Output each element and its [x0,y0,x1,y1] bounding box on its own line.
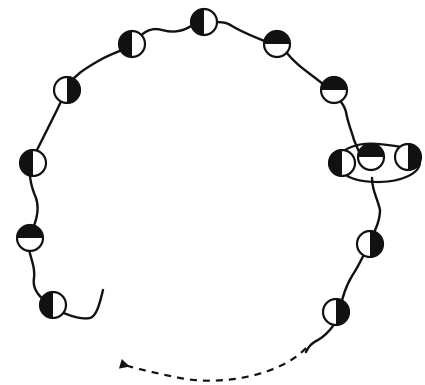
bead-12 [357,231,383,257]
bead-13 [323,299,349,325]
bead-4 [54,77,80,103]
bead-dark-half [40,292,53,318]
bead-group [17,9,421,325]
return-arrow [128,348,306,381]
bead-dark-half [191,9,204,35]
bead-6 [191,9,217,35]
bead-dark-half [336,299,349,325]
bead-8 [321,77,347,103]
bead-1 [40,292,66,318]
bead-dark-half [264,31,290,44]
bead-dark-half [370,231,383,257]
bead-7 [264,31,290,57]
bead-dark-half [67,77,80,103]
bead-dark-half [329,150,342,176]
bead-dark-half [321,77,347,90]
bead-dark-half [358,144,384,157]
bead-3 [20,150,46,176]
bead-10 [358,144,384,170]
bead-5 [119,31,145,57]
bead-dark-half [20,150,33,176]
bead-9 [329,150,355,176]
bead-11 [395,144,421,170]
bead-2 [17,225,43,251]
bead-dark-half [119,31,132,57]
bead-dark-half [17,225,43,238]
